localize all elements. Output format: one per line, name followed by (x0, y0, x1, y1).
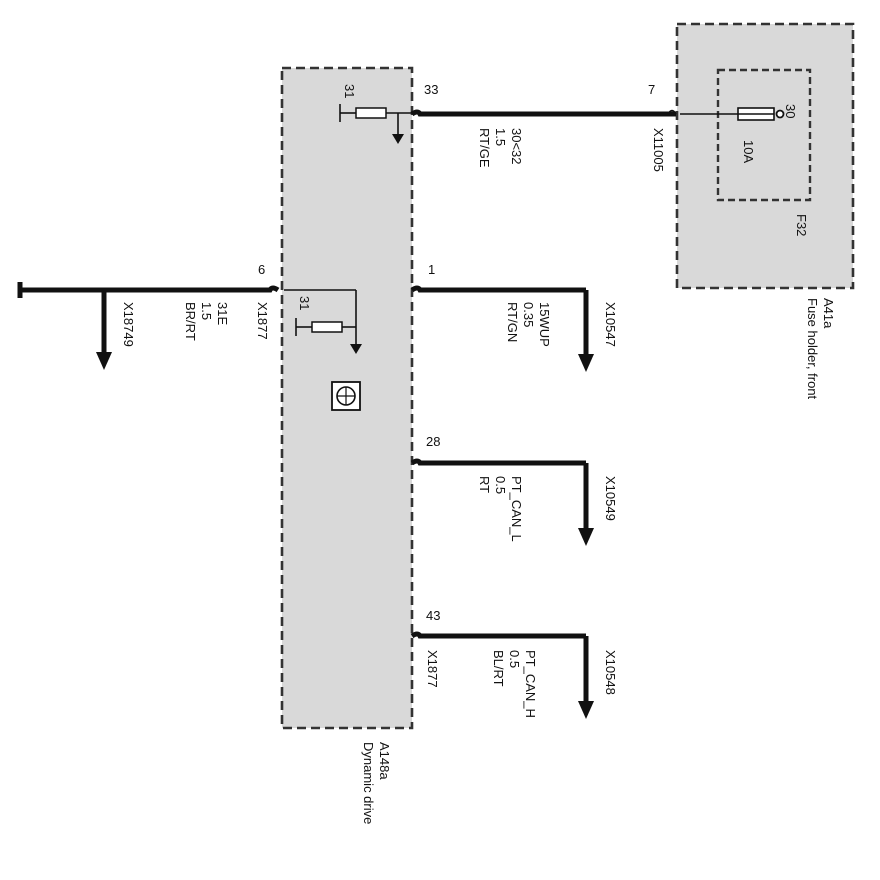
wire-33 (410, 109, 677, 117)
pin-7-label: 7 (648, 82, 655, 97)
pin-1-label: 1 (428, 262, 435, 277)
wire-6-color: BR/RT (183, 302, 198, 341)
fuse-holder-name: Fuse holder, front (805, 298, 820, 400)
wire-43 (410, 631, 594, 719)
fuse-terminal-label: 30 (783, 104, 798, 118)
dynamic-drive-id: A148a (377, 742, 392, 780)
wire-33-signal: 30<32 (509, 128, 524, 165)
fuse-holder-box (675, 22, 855, 290)
dynamic-drive-name: Dynamic drive (361, 742, 376, 824)
plug-x1877-bottom-label: X1877 (425, 650, 440, 688)
wire-6 (17, 282, 280, 370)
plug-x11005-label: X11005 (651, 128, 666, 172)
logo-icon (331, 381, 361, 411)
wire-43-color: BL/RT (491, 650, 506, 687)
wire-1-size: 0.35 (521, 302, 536, 327)
wire-1 (410, 285, 594, 372)
wire-6-signal: 31E (215, 302, 230, 325)
pin-6-label: 6 (258, 262, 265, 277)
wire-28-size: 0.5 (493, 476, 508, 494)
wire-28-color: RT (477, 476, 492, 493)
wire-33-size: 1.5 (493, 128, 508, 146)
fuse-icon (680, 107, 785, 121)
ground-symbol-top (339, 104, 412, 144)
wire-43-size: 0.5 (507, 650, 522, 668)
wire-28 (410, 458, 594, 546)
ground-left-label: 31 (297, 296, 312, 310)
connector-x18749-label: X18749 (121, 302, 136, 347)
pin-33-label: 33 (424, 82, 438, 97)
connector-x10548-label: X10548 (603, 650, 618, 695)
pin-28-label: 28 (426, 434, 440, 449)
pin-43-label: 43 (426, 608, 440, 623)
connector-x10549-label: X10549 (603, 476, 618, 521)
wire-33-color: RT/GE (477, 128, 492, 168)
fuse-f32-box (716, 68, 812, 202)
wire-1-signal: 15WUP (537, 302, 552, 347)
fuse-id-label: F32 (794, 214, 809, 236)
wire-28-signal: PT_CAN_L (509, 476, 524, 542)
plug-x1877-left-label: X1877 (255, 302, 270, 340)
fuse-rating-label: 10A (741, 140, 756, 163)
ground-symbol-left (284, 289, 362, 354)
wire-6-size: 1.5 (199, 302, 214, 320)
ground-top-label: 31 (342, 84, 357, 98)
fuse-holder-id: A41a (821, 298, 836, 329)
connector-x10547-label: X10547 (603, 302, 618, 347)
wire-1-color: RT/GN (505, 302, 520, 342)
wire-43-signal: PT_CAN_H (523, 650, 538, 718)
